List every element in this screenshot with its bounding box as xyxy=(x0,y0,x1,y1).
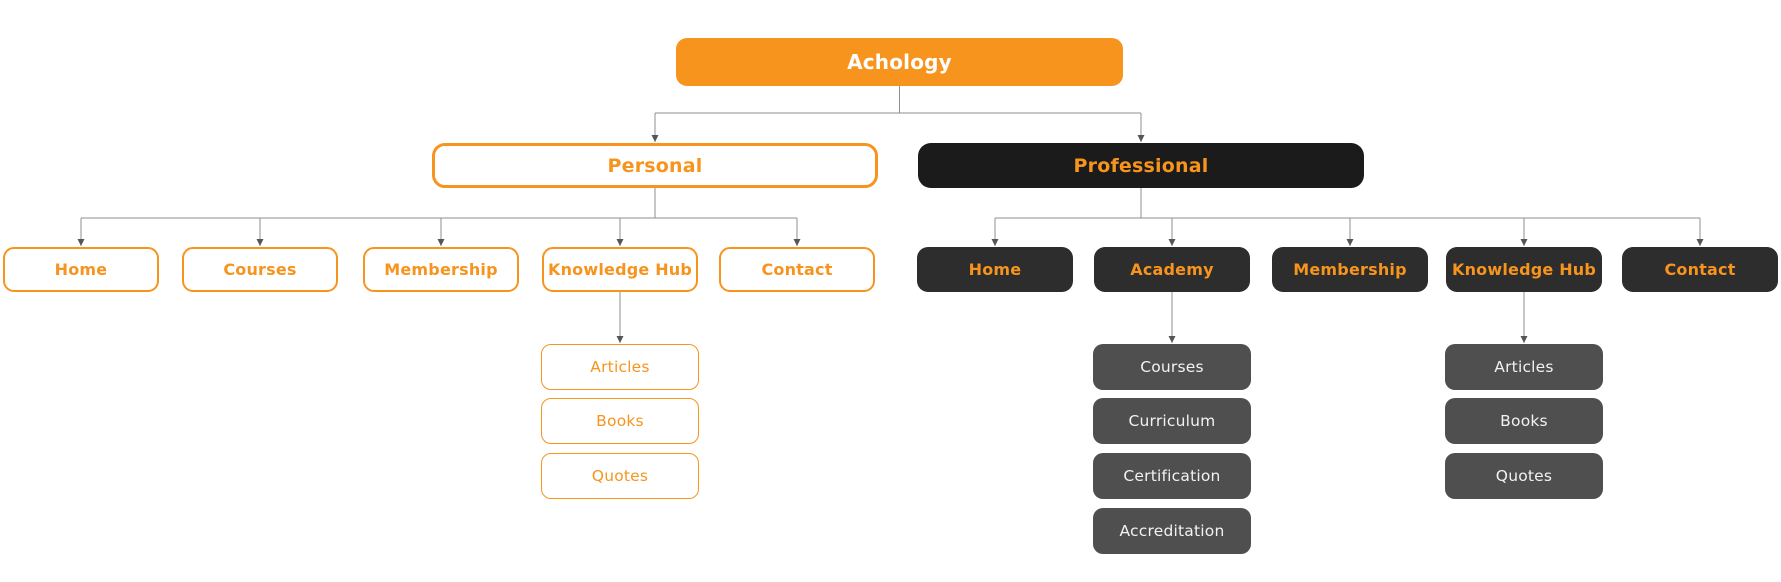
node-achology: Achology xyxy=(676,38,1123,86)
node-academy-curriculum: Curriculum xyxy=(1093,398,1251,444)
node-professional-home: Home xyxy=(917,247,1073,292)
node-personal-knowledge-hub: Knowledge Hub xyxy=(542,247,698,292)
node-professional-contact: Contact xyxy=(1622,247,1778,292)
node-personal-books: Books xyxy=(541,398,699,444)
node-personal-contact: Contact xyxy=(719,247,875,292)
node-professional: Professional xyxy=(918,143,1364,188)
node-academy-courses: Courses xyxy=(1093,344,1251,390)
node-professional-quotes: Quotes xyxy=(1445,453,1603,499)
node-academy-accreditation: Accreditation xyxy=(1093,508,1251,554)
node-personal-articles: Articles xyxy=(541,344,699,390)
node-personal-quotes: Quotes xyxy=(541,453,699,499)
node-personal: Personal xyxy=(432,143,878,188)
node-professional-knowledge-hub: Knowledge Hub xyxy=(1446,247,1602,292)
node-personal-membership: Membership xyxy=(363,247,519,292)
node-professional-books: Books xyxy=(1445,398,1603,444)
node-personal-home: Home xyxy=(3,247,159,292)
node-academy-certification: Certification xyxy=(1093,453,1251,499)
node-professional-articles: Articles xyxy=(1445,344,1603,390)
node-professional-membership: Membership xyxy=(1272,247,1428,292)
node-professional-academy: Academy xyxy=(1094,247,1250,292)
node-personal-courses: Courses xyxy=(182,247,338,292)
